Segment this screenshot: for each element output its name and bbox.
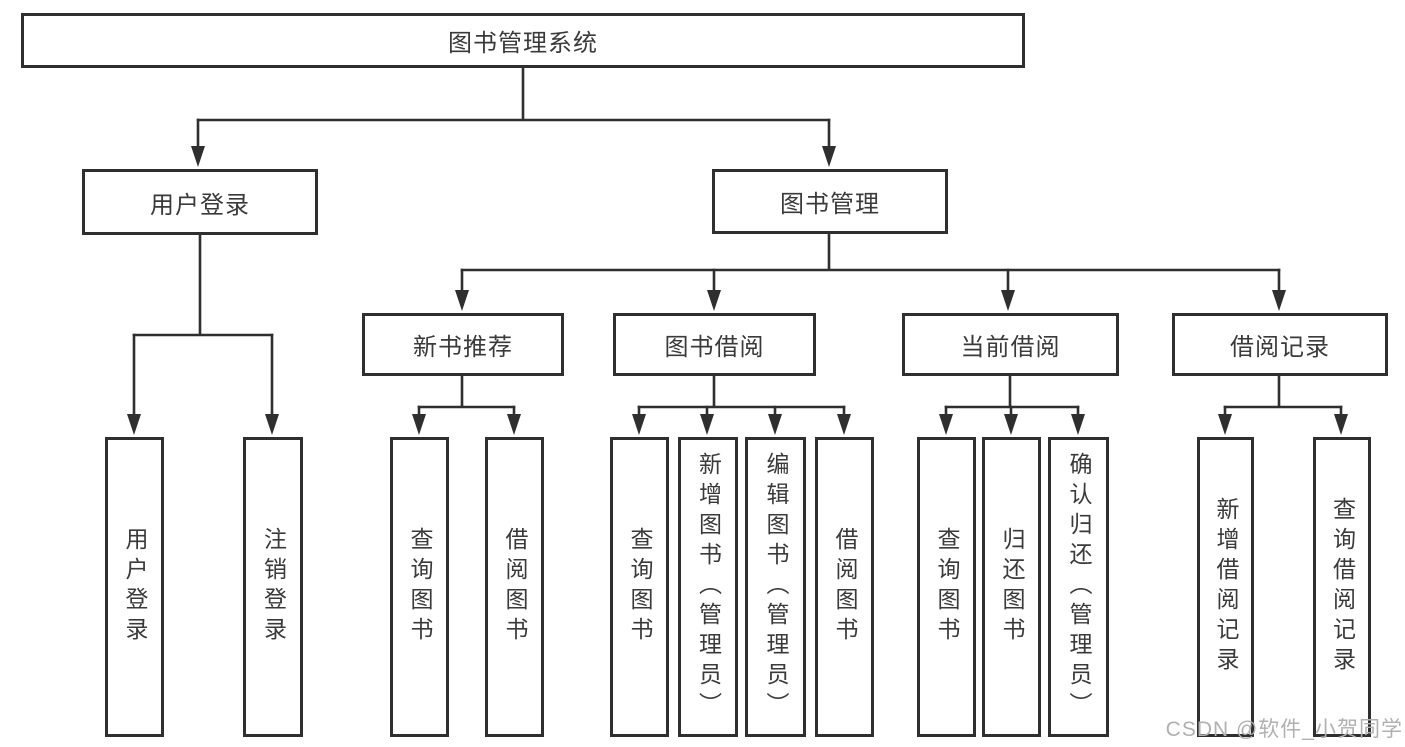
leaf-br-add-record: 新增借阅记录 — [1197, 437, 1254, 737]
leaf-rec-query-book: 查询图书 — [390, 437, 449, 737]
leaf-br-query-record-label: 查询借阅记录 — [1329, 497, 1356, 677]
leaf-bb-edit-book-label: 编辑图书（管理员） — [763, 452, 789, 722]
leaf-cb-return-book-label: 归还图书 — [999, 527, 1025, 647]
leaf-user-login: 用户登录 — [105, 437, 164, 737]
leaf-br-add-record-label: 新增借阅记录 — [1213, 497, 1239, 677]
node-user-login-label: 用户登录 — [150, 191, 250, 219]
leaf-bb-edit-book: 编辑图书（管理员） — [745, 437, 806, 737]
leaf-bb-query-book-label: 查询图书 — [627, 527, 653, 647]
leaf-bb-add-book-label: 新增图书（管理员） — [695, 452, 722, 722]
node-book-borrow-label: 图书借阅 — [664, 334, 765, 361]
node-borrow-record: 借阅记录 — [1172, 313, 1388, 376]
node-book-management: 图书管理 — [712, 169, 948, 234]
node-new-book-recommend-label: 新书推荐 — [413, 334, 513, 361]
leaf-cb-query-book-label: 查询图书 — [934, 527, 960, 647]
leaf-cb-return-book: 归还图书 — [982, 437, 1041, 737]
leaf-rec-borrow-book-label: 借阅图书 — [502, 527, 528, 647]
leaf-rec-borrow-book: 借阅图书 — [485, 437, 544, 737]
leaf-cb-confirm-return-label: 确认归还（管理员） — [1066, 452, 1092, 722]
watermark-text: CSDN @软件_小贺同学 — [1165, 718, 1403, 741]
node-current-borrow: 当前借阅 — [902, 313, 1119, 376]
node-book-management-label: 图书管理 — [780, 191, 880, 218]
arrowhead-icons — [127, 146, 1348, 435]
node-current-borrow-label: 当前借阅 — [960, 334, 1061, 361]
leaf-bb-query-book: 查询图书 — [610, 437, 669, 737]
node-user-login: 用户登录 — [82, 169, 318, 235]
leaf-br-query-record: 查询借阅记录 — [1313, 437, 1371, 737]
leaf-bb-borrow-book-label: 借阅图书 — [832, 527, 858, 647]
node-new-book-recommend: 新书推荐 — [362, 313, 564, 376]
node-book-borrow: 图书借阅 — [613, 313, 816, 376]
leaf-rec-query-book-label: 查询图书 — [407, 527, 433, 647]
leaf-cb-query-book: 查询图书 — [917, 437, 976, 737]
leaf-logout: 注销登录 — [243, 437, 303, 737]
node-root-label: 图书管理系统 — [448, 30, 598, 57]
node-root: 图书管理系统 — [21, 13, 1025, 68]
leaf-bb-borrow-book: 借阅图书 — [815, 437, 874, 737]
node-borrow-record-label: 借阅记录 — [1230, 334, 1330, 361]
leaf-logout-label: 注销登录 — [260, 527, 287, 647]
leaf-cb-confirm-return: 确认归还（管理员） — [1048, 437, 1109, 737]
leaf-user-login-label: 用户登录 — [122, 527, 148, 647]
leaf-bb-add-book: 新增图书（管理员） — [678, 437, 738, 737]
